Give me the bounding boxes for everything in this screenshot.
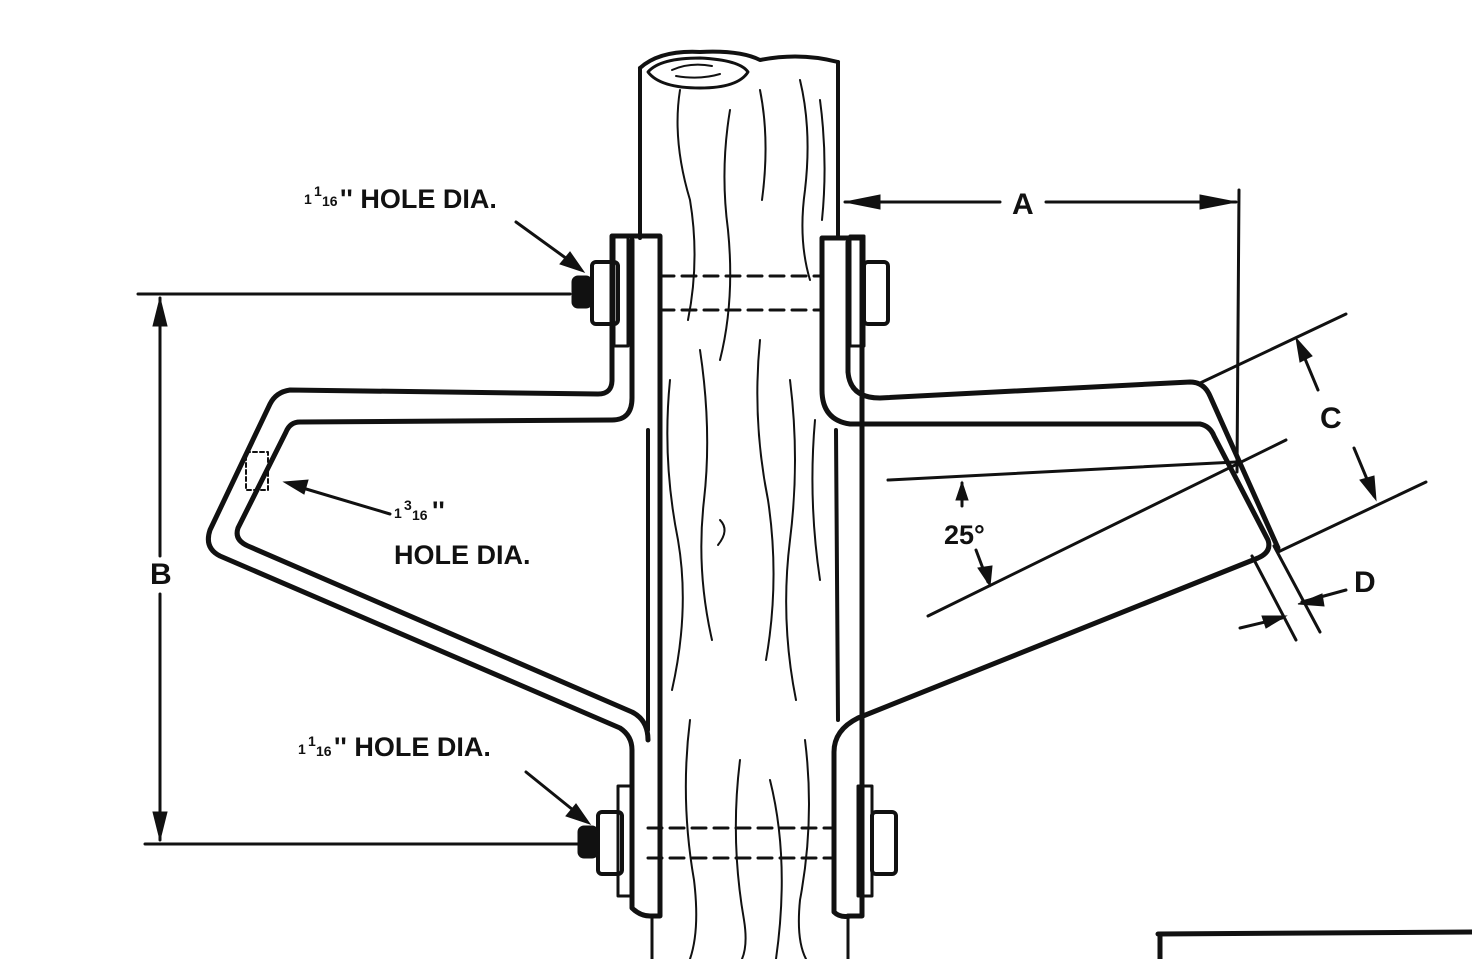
dimension-c-label: C	[1320, 402, 1342, 435]
bracket-right-inner	[845, 239, 1281, 551]
wooden-pole	[638, 49, 850, 959]
angle-label: 25°	[944, 520, 985, 550]
dimension-b	[136, 292, 580, 846]
bottom-hole-num: 1	[308, 733, 316, 749]
mid-hole-quote: ''	[432, 496, 445, 526]
top-right-nut	[862, 260, 890, 326]
top-hole-text: '' HOLE DIA.	[340, 184, 497, 214]
frame-corner	[1155, 929, 1472, 959]
mid-hole-label: 1 3 16 '' HOLE DIA.	[394, 496, 531, 570]
bracket	[205, 233, 1281, 919]
middle-hole-marker	[245, 451, 269, 491]
leader-arrows	[282, 220, 592, 825]
top-hole-num: 1	[314, 183, 322, 199]
top-hole-den: 16	[322, 193, 338, 209]
dimension-a	[843, 188, 1241, 474]
bracket-right-outer	[819, 235, 1272, 919]
dimension-b-label: B	[150, 558, 172, 591]
dimension-c	[1196, 312, 1428, 554]
mid-hole-num: 3	[404, 497, 412, 513]
mid-hole-den: 16	[412, 507, 428, 523]
top-hole-whole: 1	[304, 191, 312, 207]
bottom-hole-label: 1 1 16 '' HOLE DIA.	[298, 732, 491, 762]
bracket-outer-outline	[205, 233, 663, 919]
wood-grain	[666, 79, 826, 959]
dimension-a-label: A	[1012, 188, 1034, 221]
dimension-d	[1238, 544, 1348, 642]
mid-hole-text: HOLE DIA.	[394, 540, 531, 570]
bottom-hole-text: '' HOLE DIA.	[334, 732, 491, 762]
angle-indicator	[886, 438, 1288, 618]
pole-top-end	[638, 49, 840, 70]
bracket-inner-outline	[234, 237, 651, 743]
bottom-bolt	[577, 784, 898, 898]
bottom-hole-den: 16	[316, 743, 332, 759]
top-hole-label: 1 1 16 '' HOLE DIA.	[304, 183, 497, 214]
dimension-d-label: D	[1354, 566, 1376, 599]
mid-hole-whole: 1	[394, 505, 402, 521]
bottom-hole-whole: 1	[298, 741, 306, 757]
pole-top-ellipse	[646, 56, 750, 90]
bottom-right-nut	[870, 810, 898, 876]
top-bolt	[571, 234, 890, 348]
